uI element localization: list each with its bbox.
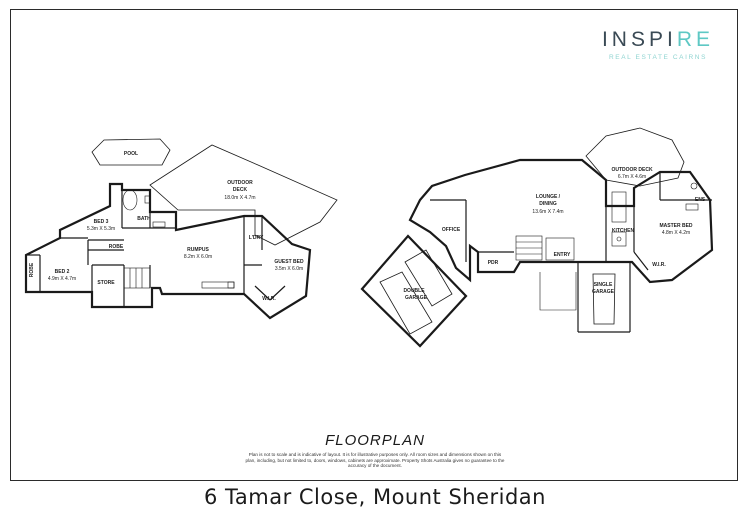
kitchen-bench (611, 191, 627, 247)
room-label-bath: BATH (137, 216, 151, 222)
bath-fixtures (122, 189, 235, 289)
pool-outline (91, 138, 171, 166)
room-label-pdr: PDR (488, 260, 499, 266)
room-label-single-garage: SINGLE (594, 282, 613, 288)
room-label-wir-left: W.I.R. (262, 296, 276, 302)
room-label-single-garage-2: GARAGE (592, 289, 615, 295)
room-dim-outdoor-deck-left: 18.0m X 4.7m (224, 195, 255, 201)
outdoor-deck-left-outline (149, 144, 338, 246)
room-label-double-garage-2: GARAGE (405, 295, 428, 301)
room-dim-bed2: 4.9m X 4.7m (48, 276, 76, 282)
room-label-outdoor-deck-left: OUTDOOR (227, 180, 253, 186)
room-label-bed2: BED 2 (55, 269, 70, 275)
room-dim-bed3: 5.3m X 5.3m (87, 226, 115, 232)
car-3 (592, 273, 616, 325)
upper-level-internal-walls (430, 172, 712, 333)
room-label-outdoor-deck-left-2: DECK (233, 187, 248, 193)
room-label-double-garage: DOUBLE (403, 288, 425, 294)
property-address: 6 Tamar Close, Mount Sheridan (204, 485, 546, 509)
brand-name-accent: RE (676, 28, 715, 51)
room-label-guest-bed: GUEST BED (274, 259, 304, 265)
room-label-bed3: BED 3 (94, 219, 109, 225)
room-dim-lounge: 13.6m X 7.4m (532, 209, 563, 215)
room-label-wir-right: W.I.R. (652, 262, 666, 268)
room-dim-outdoor-deck-right: 6.7m X 4.6m (618, 174, 646, 180)
room-label-lounge: LOUNGE / (536, 194, 561, 200)
room-dim-master-bed: 4.8m X 4.2m (662, 230, 690, 236)
lower-level-internal-walls (26, 190, 286, 307)
room-label-ldry: L'DRY (249, 235, 264, 241)
room-label-outdoor-deck-right: OUTDOOR DECK (611, 167, 653, 173)
double-garage-walls (360, 234, 468, 348)
room-dim-rumpus: 8.2m X 6.0m (184, 254, 212, 260)
room-label-kitchen: KITCHEN (612, 228, 635, 234)
room-label-master-bed: MASTER BED (659, 223, 692, 229)
upper-stairs (515, 235, 577, 311)
lower-stairs (123, 267, 151, 289)
brand-name: INSPIRE (598, 28, 718, 52)
brand-name-main: INSPI (601, 28, 677, 51)
car-2 (379, 271, 433, 335)
ensuite-fixtures (685, 182, 699, 211)
room-label-robe: ROBE (109, 244, 124, 250)
brand-tagline: REAL ESTATE CAIRNS (608, 54, 708, 61)
car-1 (404, 249, 453, 307)
room-label-store: STORE (97, 280, 115, 286)
brand-logo: INSPIRE REAL ESTATE CAIRNS (598, 28, 718, 61)
room-label-robe-2: ROBE (29, 262, 35, 277)
lower-level-walls (24, 182, 312, 320)
disclaimer-text: Plan is not to scale and is indicative o… (245, 452, 505, 469)
room-label-ens: ENS (695, 197, 706, 203)
floorplan-title: FLOORPLAN (325, 432, 425, 449)
outdoor-deck-right-outline (585, 127, 685, 187)
floorplan-frame (10, 9, 738, 481)
room-label-rumpus: RUMPUS (187, 247, 209, 253)
address-footer: 6 Tamar Close, Mount Sheridan (0, 482, 750, 530)
upper-level-walls (408, 158, 714, 284)
room-label-pool: POOL (124, 151, 138, 157)
garage-cars (379, 249, 616, 335)
room-dim-guest-bed: 3.5m X 6.0m (275, 266, 303, 272)
room-label-lounge-2: DINING (539, 201, 557, 207)
room-label-entry: ENTRY (554, 252, 571, 258)
room-label-office: OFFICE (442, 227, 461, 233)
